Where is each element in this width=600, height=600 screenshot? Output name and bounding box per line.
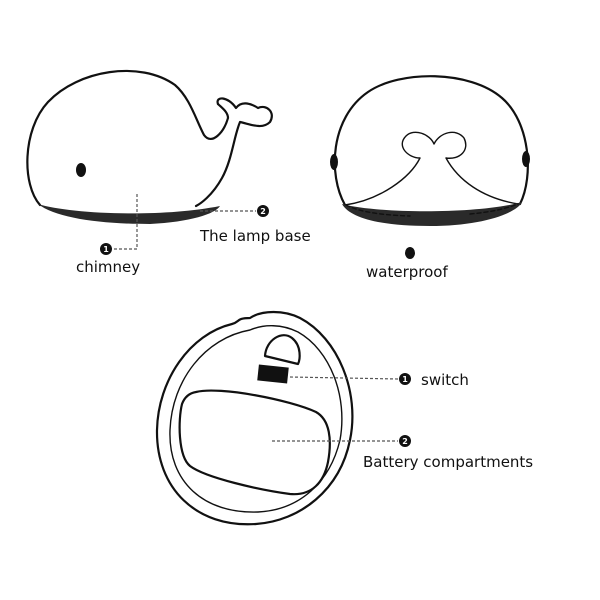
chimney-marker-number: 1 bbox=[103, 245, 109, 254]
whale-bottom-view bbox=[155, 310, 354, 526]
whale-back-tail bbox=[344, 131, 519, 206]
switch-marker-number: 1 bbox=[402, 375, 408, 384]
battery-callout: 2 Battery compartments bbox=[272, 435, 533, 471]
whale-back-view bbox=[330, 75, 530, 226]
lamp-base-marker bbox=[257, 205, 269, 217]
whale-side-body bbox=[26, 69, 230, 207]
chimney-leader bbox=[113, 194, 138, 250]
battery-marker-number: 2 bbox=[402, 437, 408, 446]
lamp-base-label: The lamp base bbox=[199, 227, 311, 245]
waterproof-label: waterproof bbox=[366, 263, 448, 281]
chimney-label: chimney bbox=[76, 258, 140, 276]
whale-side-eye bbox=[76, 163, 86, 177]
switch-marker bbox=[399, 373, 411, 385]
switch-label: switch bbox=[421, 371, 469, 389]
whale-side-lamp-base bbox=[38, 204, 220, 224]
chimney-callout: 1 chimney bbox=[76, 194, 140, 276]
whale-back-left-nub bbox=[330, 154, 338, 170]
whale-back-body bbox=[333, 75, 529, 207]
battery-label: Battery compartments bbox=[363, 453, 533, 471]
battery-compartment-cover bbox=[178, 389, 331, 496]
chimney-marker bbox=[100, 243, 112, 255]
whale-bottom-inner-shell bbox=[169, 325, 343, 513]
whale-side-view bbox=[26, 69, 273, 224]
switch-slot bbox=[257, 364, 289, 384]
whale-back-base-edge bbox=[345, 203, 519, 217]
lamp-base-callout: 2 The lamp base bbox=[199, 205, 311, 245]
whale-side-tail bbox=[194, 97, 273, 208]
waterproof-marker bbox=[405, 247, 415, 259]
switch-leader bbox=[289, 376, 399, 380]
whale-bottom-outer-shell bbox=[155, 310, 354, 526]
waterproof-callout: waterproof bbox=[366, 247, 448, 281]
whale-back-lamp-base bbox=[342, 202, 522, 226]
whale-back-right-nub bbox=[522, 151, 530, 167]
whale-bottom-fin-tab bbox=[263, 334, 301, 366]
lamp-base-marker-number: 2 bbox=[260, 207, 266, 216]
switch-callout: 1 switch bbox=[289, 371, 469, 389]
battery-marker bbox=[399, 435, 411, 447]
